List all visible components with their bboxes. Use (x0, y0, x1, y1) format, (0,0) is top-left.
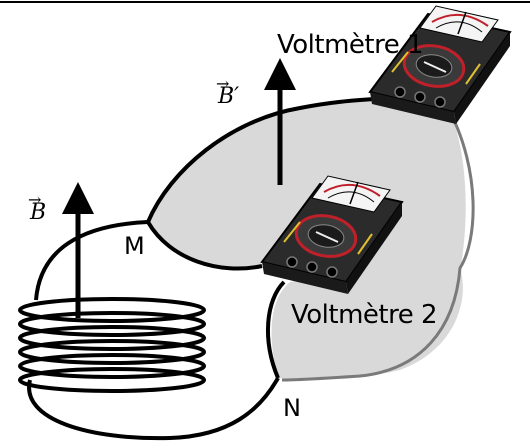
wire-coil-to-m (34, 220, 149, 301)
voltmeter-2-label: Voltmètre 2 (291, 300, 438, 330)
field-b-arrow (62, 182, 94, 318)
field-b-prime-arrow (264, 58, 296, 185)
point-n-label: N (283, 394, 301, 422)
voltmeter-1-label: Voltmètre 1 (277, 30, 424, 60)
field-b-label: → B (28, 190, 47, 225)
wire-m-to-voltmeter-2 (146, 220, 263, 271)
field-b-text: B (30, 200, 47, 225)
surface-edge-right (281, 111, 475, 382)
field-b-prime-text: B′ (218, 84, 240, 109)
wire-voltmeter-2-to-n (266, 280, 286, 379)
voltmeter-1-device (368, 4, 512, 126)
vector-arrow-icon: → (216, 74, 230, 93)
field-b-prime-label: → B′ (216, 74, 240, 109)
vector-arrow-icon: → (28, 190, 42, 209)
surface-circuit-2 (271, 266, 463, 380)
wire-coil-to-n (27, 377, 280, 441)
coil (18, 297, 206, 393)
point-m-label: M (124, 232, 145, 260)
